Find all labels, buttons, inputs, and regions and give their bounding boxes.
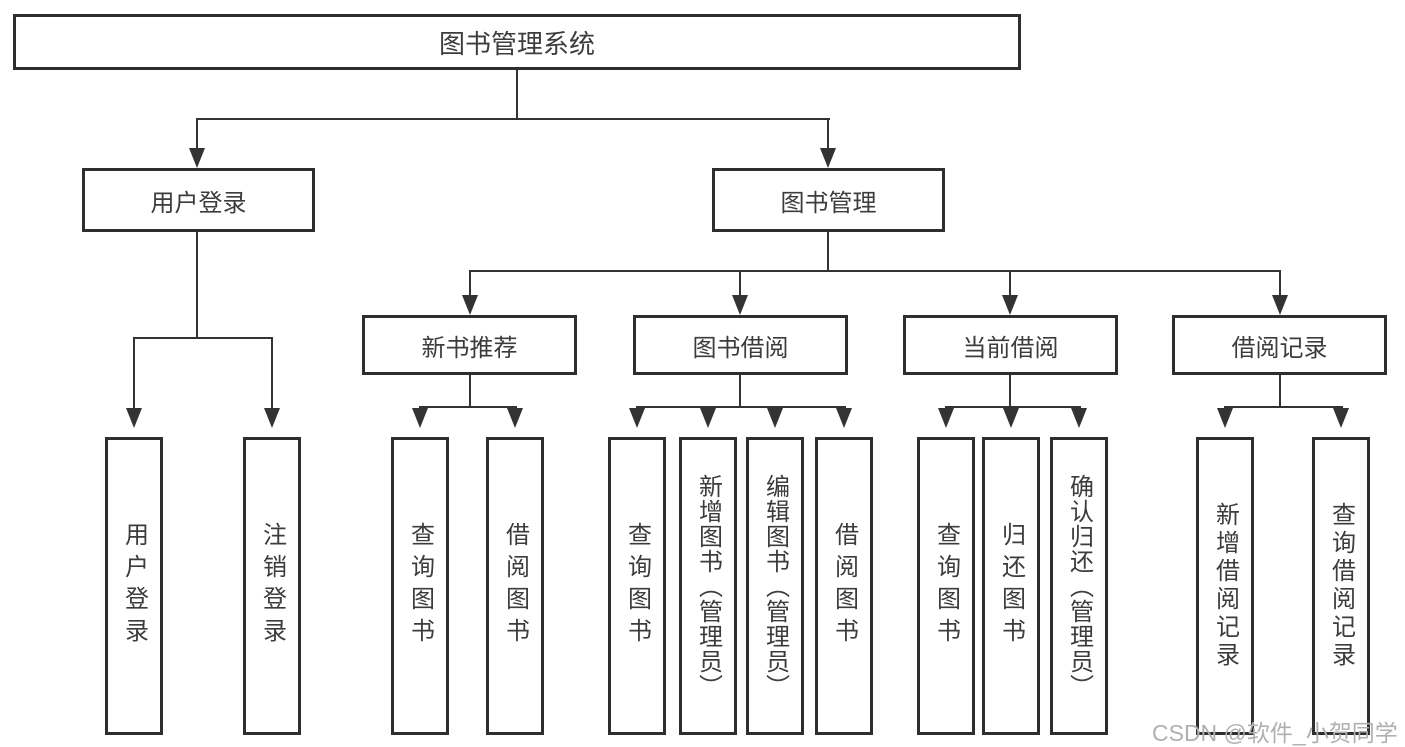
connector-mgmt-bus — [469, 270, 1281, 272]
connector-drop-level3 — [469, 272, 471, 295]
leaf-logout-login: 注销登录 — [243, 437, 301, 735]
connector-root-stem — [516, 70, 518, 118]
connector-drop-leaf — [133, 337, 135, 410]
node-label: 新增图书（管理员） — [694, 473, 722, 699]
node-user-login: 用户登录 — [82, 168, 315, 232]
node-library-management-system: 图书管理系统 — [13, 14, 1021, 70]
node-label: 图书管理系统 — [438, 28, 595, 59]
arrow-down-icon — [700, 408, 716, 428]
node-label: 图书管理 — [780, 189, 877, 217]
node-label: 查询图书 — [406, 522, 434, 650]
node-label: 用户登录 — [120, 522, 148, 650]
leaf-add-borrow-record: 新增借阅记录 — [1196, 437, 1254, 735]
node-label: 归还图书 — [997, 522, 1025, 650]
node-book-management: 图书管理 — [712, 168, 945, 232]
node-label: 图书借阅 — [692, 334, 789, 362]
node-label: 注销登录 — [258, 522, 286, 650]
leaf-confirm-return-admin: 确认归还（管理员） — [1050, 437, 1108, 735]
node-label: 查询图书 — [932, 522, 960, 650]
node-current-borrowing: 当前借阅 — [903, 315, 1118, 375]
leaf-query-books-current: 查询图书 — [917, 437, 975, 735]
arrow-down-icon — [507, 408, 523, 428]
leaf-borrow-books: 借阅图书 — [815, 437, 873, 735]
arrow-down-icon — [1272, 295, 1288, 315]
arrow-down-icon — [264, 408, 280, 428]
arrow-down-icon — [836, 408, 852, 428]
connector-mgmt-stem — [827, 232, 829, 272]
connector-current-stem — [1009, 375, 1011, 406]
node-label: 借阅图书 — [830, 522, 858, 650]
arrow-down-icon — [1002, 295, 1018, 315]
node-label: 确认归还（管理员） — [1065, 473, 1093, 699]
arrow-down-icon — [1217, 408, 1233, 428]
arrow-down-icon — [1003, 408, 1019, 428]
connector-borrow-bus — [636, 406, 846, 408]
connector-login-stem — [196, 232, 198, 339]
leaf-return-books: 归还图书 — [982, 437, 1040, 735]
leaf-add-books-admin: 新增图书（管理员） — [679, 437, 737, 735]
node-label: 查询借阅记录 — [1327, 502, 1355, 670]
node-book-borrowing: 图书借阅 — [633, 315, 848, 375]
connector-drop-user-login — [196, 118, 198, 150]
connector-drop-level3 — [739, 272, 741, 295]
connector-records-bus — [1224, 406, 1343, 408]
node-borrowing-records: 借阅记录 — [1172, 315, 1387, 375]
connector-drop-book-mgmt — [827, 118, 829, 150]
arrow-down-icon — [462, 295, 478, 315]
node-label: 新增借阅记录 — [1211, 502, 1239, 670]
node-new-book-recommendation: 新书推荐 — [362, 315, 577, 375]
connector-login-bus — [133, 337, 273, 339]
arrow-down-icon — [1333, 408, 1349, 428]
node-label: 借阅图书 — [501, 522, 529, 650]
arrow-down-icon — [820, 148, 836, 168]
arrow-down-icon — [189, 148, 205, 168]
arrow-down-icon — [126, 408, 142, 428]
arrow-down-icon — [732, 295, 748, 315]
connector-drop-level3 — [1279, 272, 1281, 295]
connector-root-bus — [196, 118, 830, 120]
node-label: 借阅记录 — [1231, 334, 1328, 362]
node-label: 新书推荐 — [421, 334, 518, 362]
leaf-query-books-borrow: 查询图书 — [608, 437, 666, 735]
connector-recommend-stem — [469, 375, 471, 406]
node-label: 查询图书 — [623, 522, 651, 650]
leaf-query-books-recommend: 查询图书 — [391, 437, 449, 735]
arrow-down-icon — [1071, 408, 1087, 428]
arrow-down-icon — [412, 408, 428, 428]
connector-current-bus — [945, 406, 1081, 408]
leaf-query-borrow-record: 查询借阅记录 — [1312, 437, 1370, 735]
node-label: 当前借阅 — [962, 334, 1059, 362]
connector-drop-level3 — [1009, 272, 1011, 295]
connector-drop-leaf — [271, 337, 273, 410]
connector-recommend-bus — [419, 406, 517, 408]
watermark-text: CSDN @软件_小贺同学 — [1152, 720, 1398, 746]
arrow-down-icon — [767, 408, 783, 428]
node-label: 用户登录 — [150, 189, 247, 217]
arrow-down-icon — [938, 408, 954, 428]
arrow-down-icon — [629, 408, 645, 428]
node-label: 编辑图书（管理员） — [761, 473, 789, 699]
leaf-edit-books-admin: 编辑图书（管理员） — [746, 437, 804, 735]
leaf-user-login: 用户登录 — [105, 437, 163, 735]
leaf-borrow-books-recommend: 借阅图书 — [486, 437, 544, 735]
connector-borrow-stem — [739, 375, 741, 406]
connector-records-stem — [1279, 375, 1281, 406]
